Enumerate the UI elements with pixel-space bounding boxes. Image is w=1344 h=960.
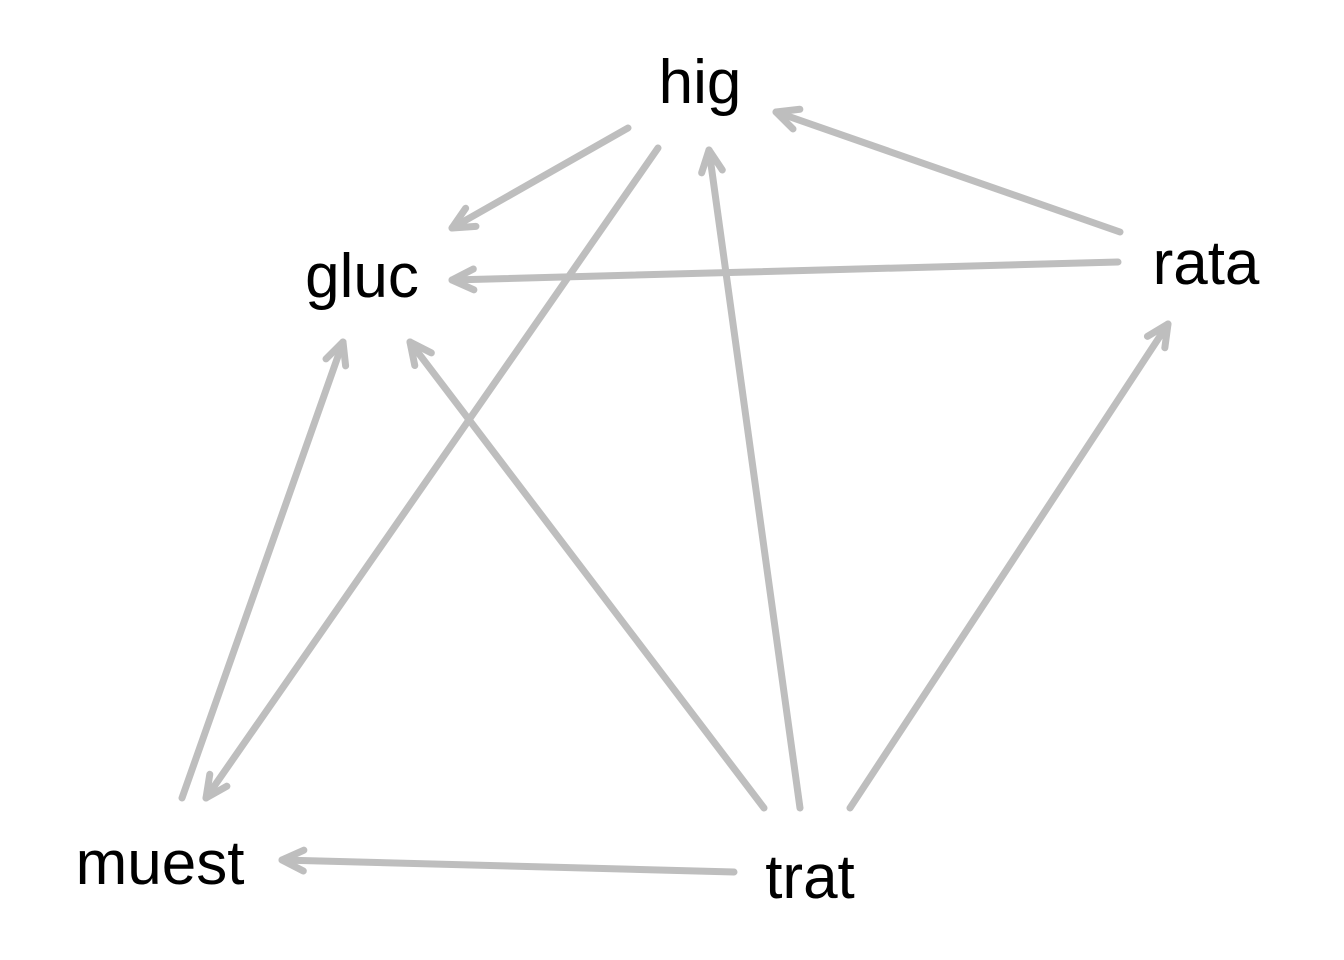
edge-line xyxy=(772,108,1124,236)
nodes-layer: hig gluc rata muest trat xyxy=(76,48,1260,912)
edge-hig-to-gluc xyxy=(448,124,632,232)
arrowhead-icon xyxy=(322,338,350,370)
edge-line xyxy=(448,124,632,232)
edge-hig-to-muest xyxy=(202,144,662,802)
edge-trat-to-muest xyxy=(278,846,738,876)
node-muest: muest xyxy=(76,829,245,898)
arrowhead-icon xyxy=(772,105,804,133)
edge-rata-to-hig xyxy=(772,105,1124,236)
edge-line xyxy=(406,338,768,812)
node-rata: rata xyxy=(1153,229,1260,298)
edge-line xyxy=(448,258,1122,284)
edge-trat-to-gluc xyxy=(406,338,768,812)
edge-muest-to-gluc xyxy=(178,338,350,802)
node-gluc: gluc xyxy=(305,242,419,311)
node-trat: trat xyxy=(765,843,855,912)
arrowhead-icon xyxy=(698,146,726,177)
arrowhead-icon xyxy=(1143,320,1172,352)
arrowhead-icon xyxy=(406,338,435,370)
node-hig: hig xyxy=(659,48,742,117)
edges-layer xyxy=(178,105,1172,876)
edge-line xyxy=(846,320,1172,812)
edge-rata-to-gluc xyxy=(448,258,1122,294)
edge-line xyxy=(202,144,662,802)
arrowhead-icon xyxy=(202,770,231,802)
edge-line xyxy=(278,856,738,876)
edge-trat-to-hig xyxy=(698,146,804,812)
arrowhead-icon xyxy=(278,846,308,875)
edge-line xyxy=(705,146,804,812)
edge-trat-to-rata xyxy=(846,320,1172,812)
arrowhead-icon xyxy=(448,204,480,232)
arrowhead-icon xyxy=(448,265,478,294)
edge-line xyxy=(178,338,347,802)
